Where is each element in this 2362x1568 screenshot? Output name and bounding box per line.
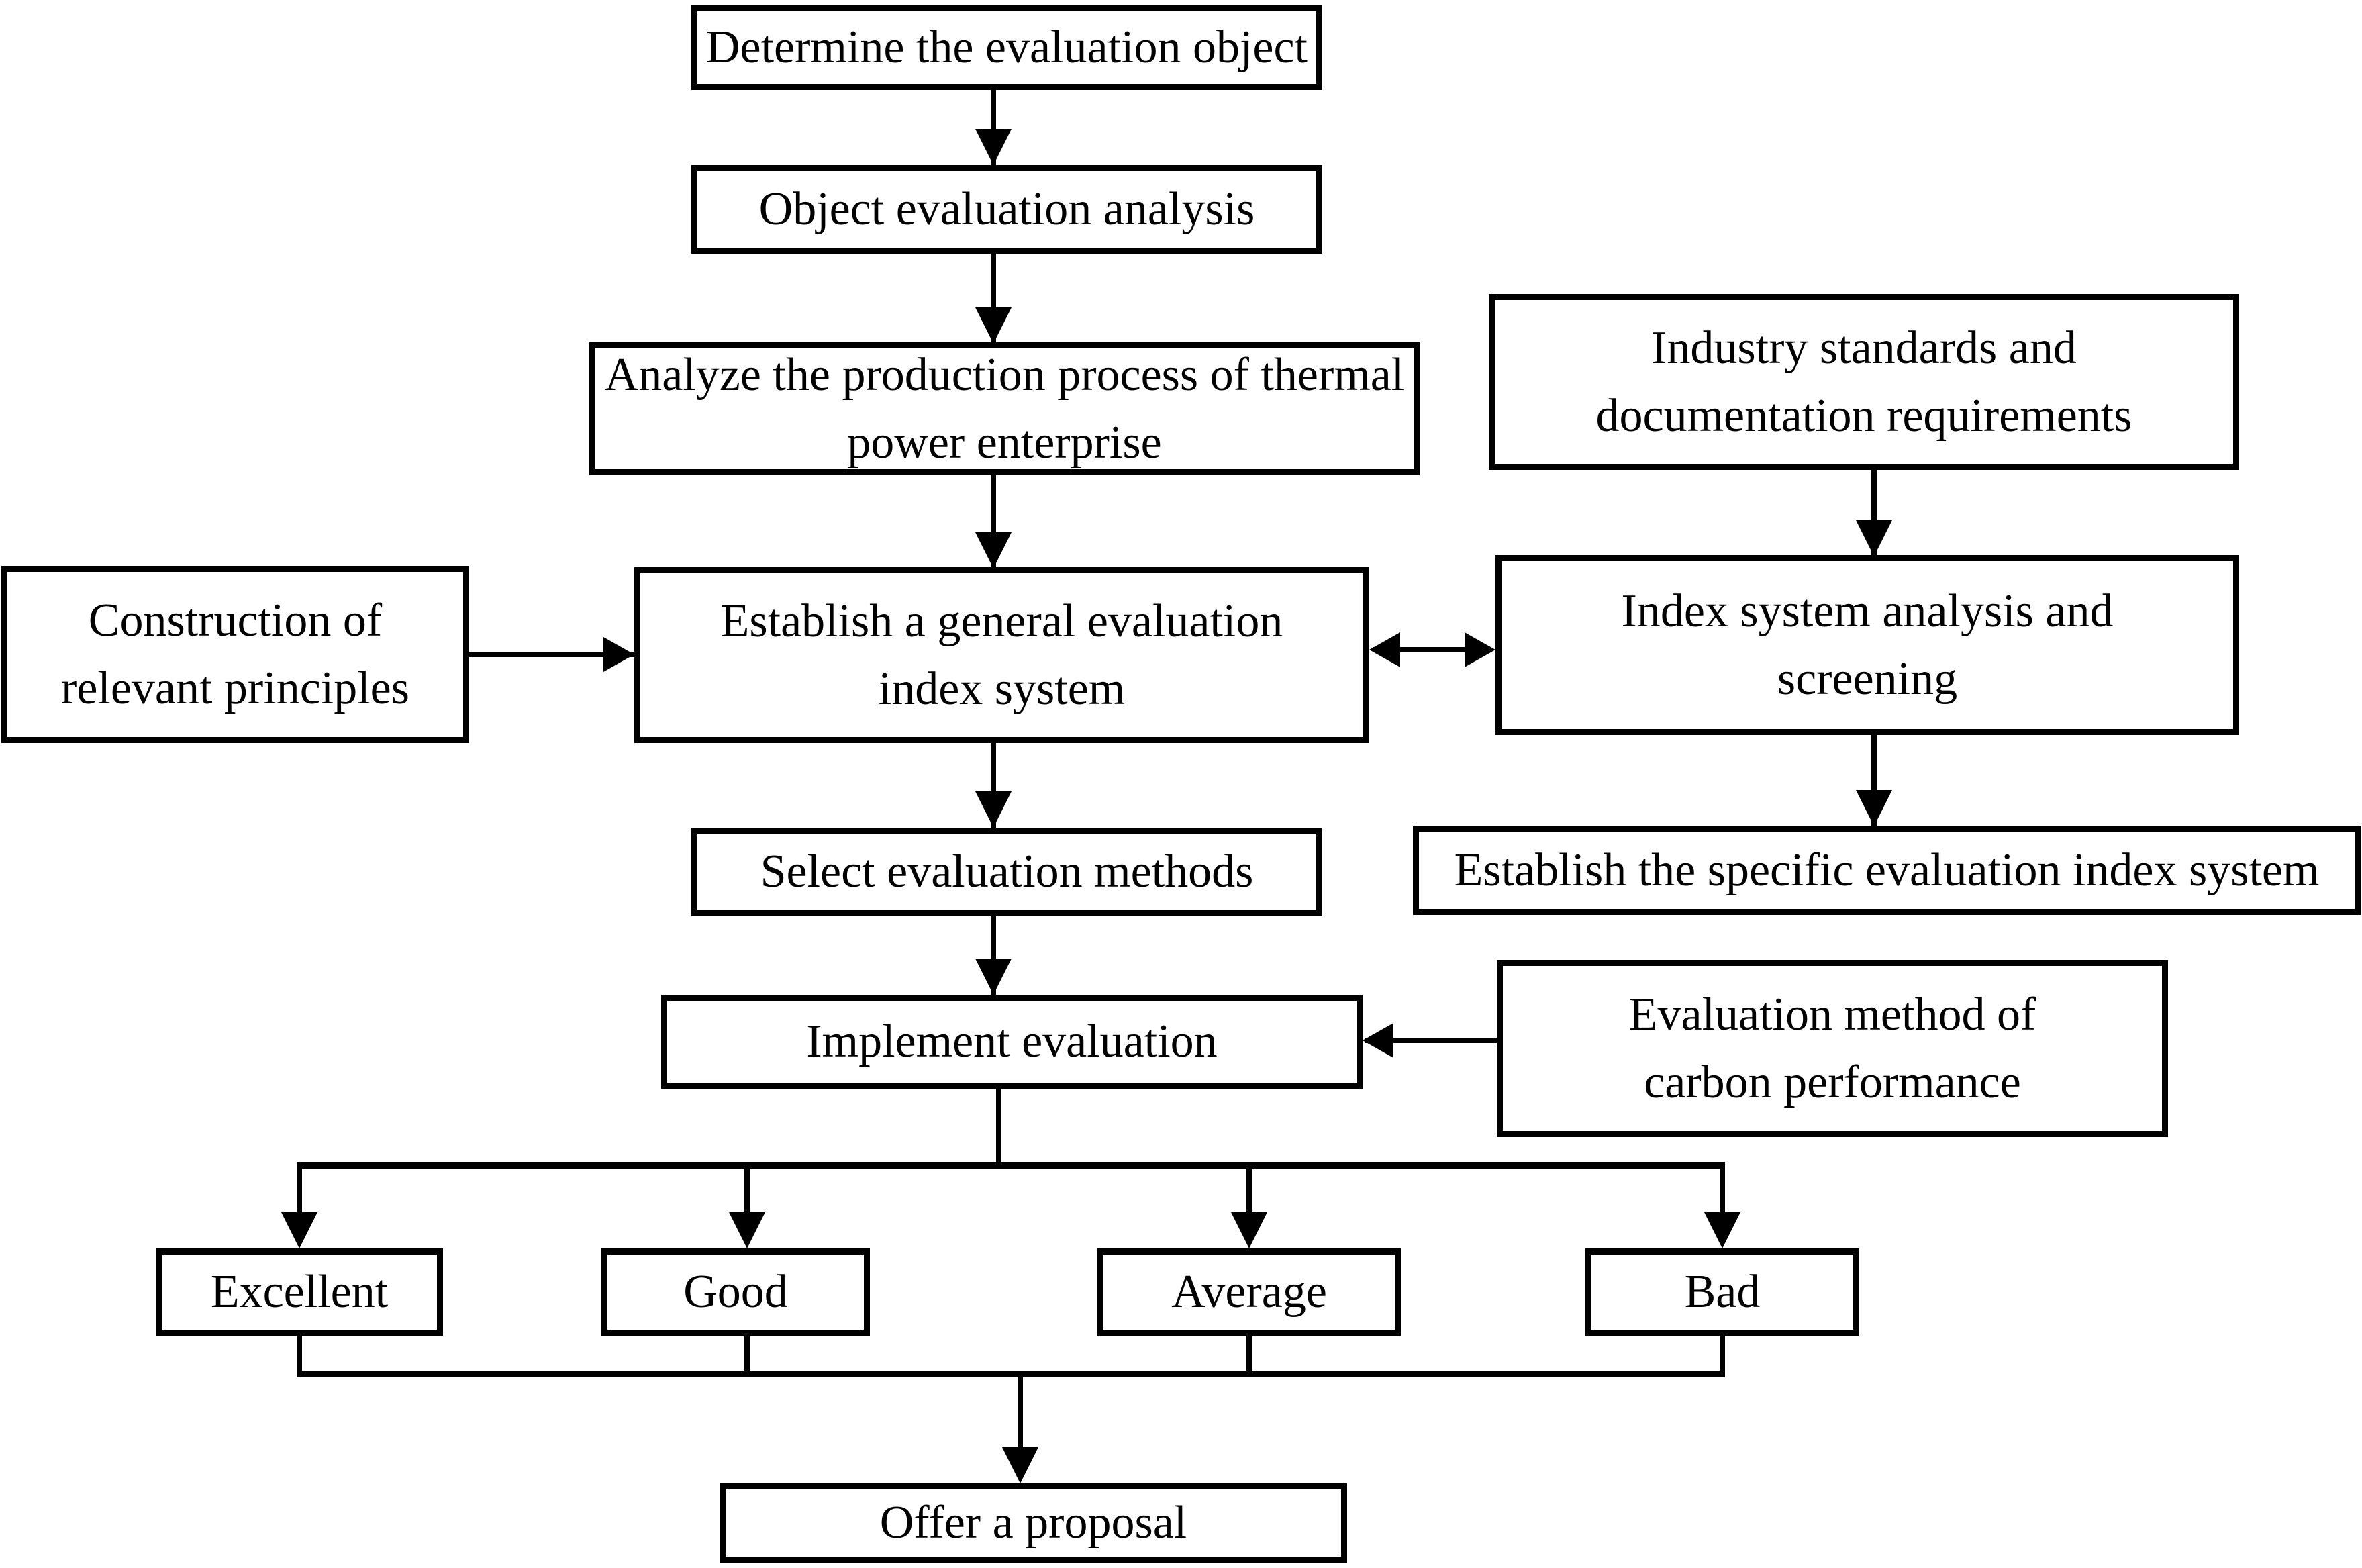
node-industry-standards: Industry standards and documentation req… bbox=[1489, 294, 2239, 470]
arrowhead-down-icon bbox=[975, 307, 1012, 344]
connector-industry-to-index bbox=[1871, 470, 1877, 556]
connector-average-to-merge bbox=[1246, 1336, 1252, 1376]
connector-general-index-double bbox=[1373, 647, 1491, 652]
node-object-evaluation-analysis: Object evaluation analysis bbox=[691, 165, 1322, 254]
connector-general-to-select bbox=[991, 743, 996, 829]
connector-good-to-merge bbox=[744, 1336, 750, 1376]
node-construction-principles: Construction of relevant principles bbox=[1, 566, 469, 743]
connector-select-to-implement bbox=[991, 916, 996, 996]
connector-branch-to-average bbox=[1246, 1169, 1252, 1216]
connector-excellent-to-merge bbox=[297, 1336, 302, 1376]
node-result-excellent: Excellent bbox=[156, 1248, 443, 1336]
arrowhead-down-icon bbox=[1231, 1212, 1267, 1248]
connector-carbon-to-implement bbox=[1365, 1038, 1497, 1043]
node-offer-proposal: Offer a proposal bbox=[720, 1483, 1347, 1563]
node-index-system-analysis: Index system analysis and screening bbox=[1495, 555, 2239, 735]
connector-bad-to-merge bbox=[1720, 1336, 1725, 1376]
arrowhead-left-icon bbox=[1369, 632, 1400, 667]
node-result-average: Average bbox=[1097, 1248, 1401, 1336]
arrowhead-down-icon bbox=[975, 129, 1012, 165]
arrowhead-down-icon bbox=[729, 1212, 765, 1248]
node-determine-evaluation-object: Determine the evaluation object bbox=[691, 5, 1322, 90]
connector-object-to-analyze bbox=[991, 254, 996, 344]
node-implement-evaluation: Implement evaluation bbox=[661, 995, 1363, 1089]
connector-determine-to-object bbox=[991, 90, 996, 166]
connector-merge-to-proposal bbox=[1018, 1377, 1023, 1450]
node-analyze-production-process: Analyze the production process of therma… bbox=[589, 342, 1420, 475]
connector-construction-to-general bbox=[469, 652, 636, 657]
node-result-good: Good bbox=[601, 1248, 870, 1336]
arrowhead-right-icon bbox=[1465, 632, 1495, 667]
arrowhead-down-icon bbox=[1704, 1212, 1740, 1248]
connector-analyze-to-general bbox=[991, 475, 996, 569]
connector-index-to-specific bbox=[1871, 735, 1877, 828]
arrowhead-left-icon bbox=[1363, 1023, 1393, 1058]
arrowhead-down-icon bbox=[1002, 1447, 1038, 1483]
node-establish-general-index: Establish a general evaluation index sys… bbox=[634, 567, 1369, 743]
connector-implement-to-branch bbox=[996, 1089, 1001, 1167]
arrowhead-right-icon bbox=[603, 637, 634, 672]
arrowhead-down-icon bbox=[975, 532, 1012, 569]
connector-branch-to-excellent bbox=[297, 1169, 302, 1216]
arrowhead-down-icon bbox=[975, 791, 1012, 828]
connector-branch-to-bad bbox=[1720, 1169, 1725, 1216]
node-result-bad: Bad bbox=[1585, 1248, 1859, 1336]
node-establish-specific-index: Establish the specific evaluation index … bbox=[1413, 826, 2361, 915]
node-evaluation-method-carbon: Evaluation method of carbon performance bbox=[1497, 960, 2168, 1137]
arrowhead-down-icon bbox=[1856, 790, 1892, 826]
node-select-evaluation-methods: Select evaluation methods bbox=[691, 828, 1322, 916]
arrowhead-down-icon bbox=[281, 1212, 317, 1248]
arrowhead-down-icon bbox=[1856, 520, 1892, 556]
merge-line bbox=[297, 1371, 1725, 1377]
branch-line bbox=[297, 1162, 1725, 1169]
connector-branch-to-good bbox=[744, 1169, 750, 1216]
arrowhead-down-icon bbox=[975, 959, 1012, 995]
